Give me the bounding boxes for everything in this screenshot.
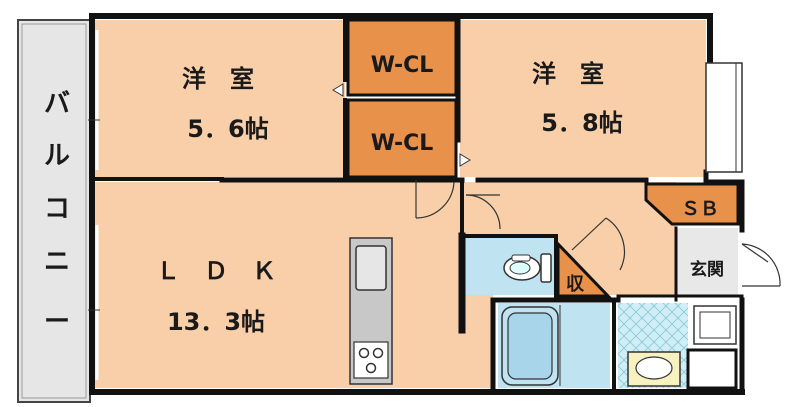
room-name-western-left: 洋 室 [182, 65, 254, 93]
walk-in-closet-top: W-CL [346, 18, 458, 97]
genkan: 玄関 [676, 228, 738, 296]
washbasin-icon [627, 351, 681, 387]
balcony-floor [17, 19, 91, 403]
shoe-box-label: ＳＢ [681, 198, 719, 220]
balcony-inner-line [21, 23, 87, 399]
balcony-label-char: ニ [44, 247, 70, 277]
washing-machine-icon [693, 305, 737, 345]
room-size-ldk: 13．3帖 [167, 308, 265, 336]
washroom [618, 303, 738, 390]
western-room-right-floor [460, 20, 706, 177]
storage-label: 収 [566, 274, 585, 295]
genkan-label: 玄関 [690, 259, 724, 280]
room-size-western-left: 5．6帖 [187, 115, 268, 143]
kitchen-sink-icon [355, 245, 387, 291]
door-marker [459, 153, 471, 167]
closet-bottom-label: W-CL [371, 131, 434, 156]
balcony-label-char: バ [44, 89, 70, 119]
balcony: バ ル コ ニ ー [17, 19, 91, 403]
room-name-ldk: Ｌ Ｄ Ｋ [156, 257, 276, 285]
western-room-left-floor [95, 20, 345, 177]
window-bay-frame [705, 62, 743, 173]
wash-storage [686, 348, 738, 390]
closet-top-label: W-CL [371, 53, 434, 78]
right-window-bay [705, 62, 743, 173]
balcony-label-char: ル [44, 141, 70, 171]
closet-top-floor [346, 18, 458, 97]
balcony-label-char: ー [44, 307, 70, 337]
toilet-room [466, 238, 556, 295]
bathtub-icon [501, 306, 559, 386]
kitchen-counter [349, 237, 393, 385]
stove-icon [353, 341, 389, 379]
room-size-western-right: 5．8帖 [541, 109, 622, 137]
door-marker [332, 83, 344, 97]
door-swing-icon [415, 180, 781, 287]
shoe-box: ＳＢ [644, 182, 740, 226]
balcony-label-char: コ [44, 194, 70, 224]
walls [89, 13, 745, 395]
genkan-floor [676, 228, 738, 296]
bathroom [498, 303, 610, 388]
walk-in-closet-bottom: W-CL [346, 98, 458, 179]
toilet-icon [503, 253, 552, 283]
ldk-floor [95, 182, 493, 388]
room-name-western-right: 洋 室 [532, 60, 604, 88]
